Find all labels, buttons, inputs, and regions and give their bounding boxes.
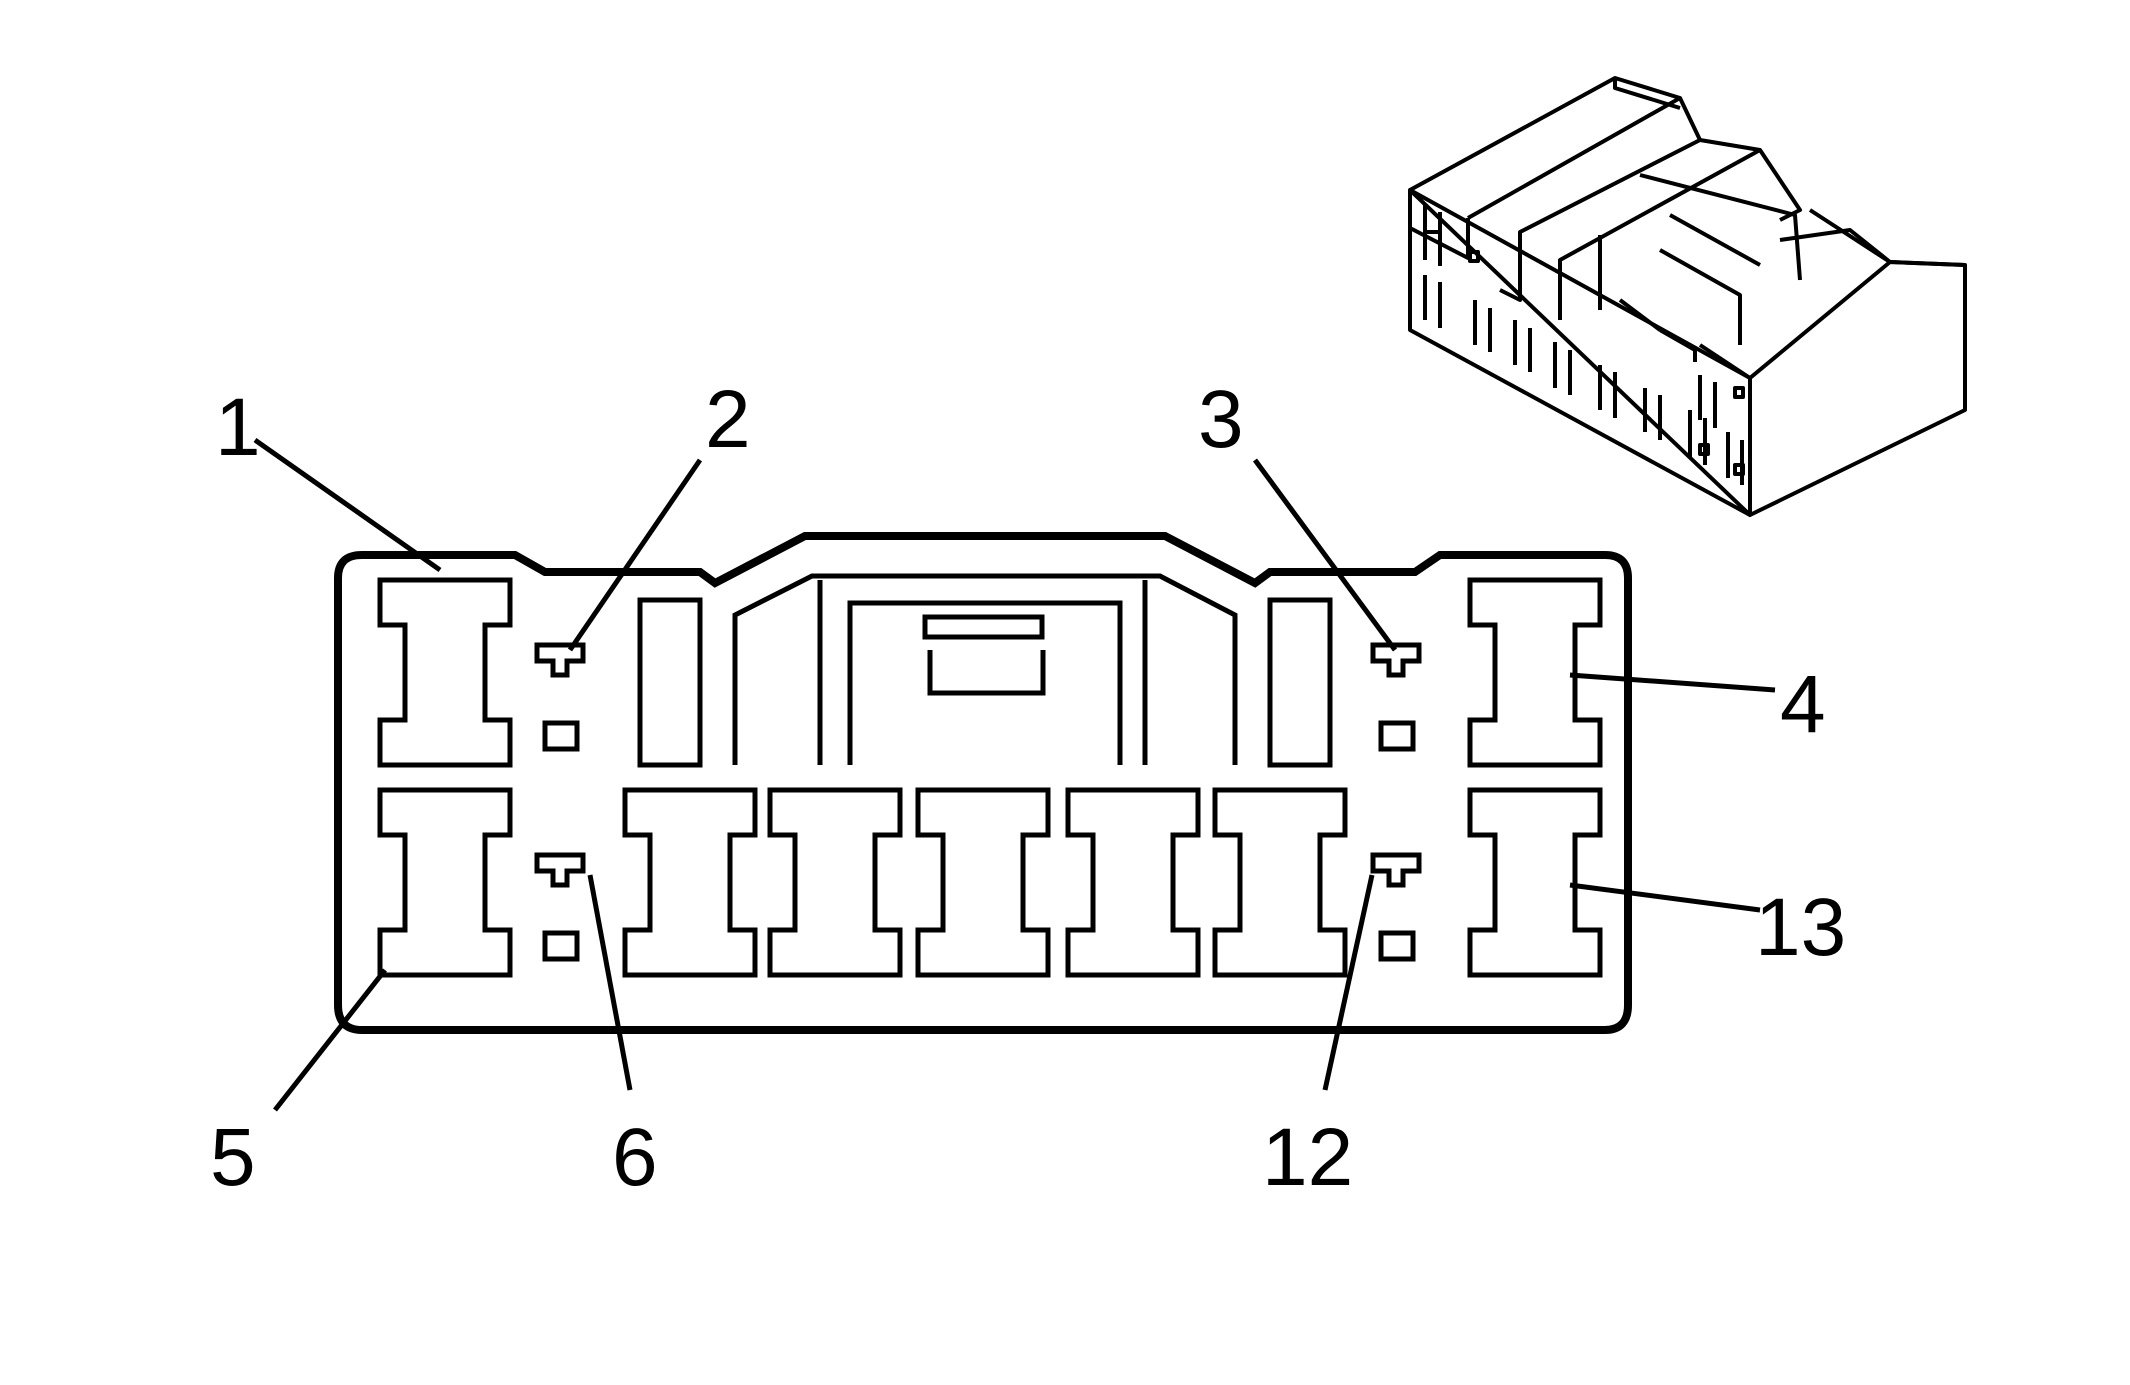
pin-label-3: 3 — [1198, 374, 1244, 465]
connector-isometric-view — [1408, 76, 1967, 517]
leader-1 — [253, 437, 442, 573]
cavity-1 — [380, 580, 510, 765]
tab-6 — [537, 855, 583, 959]
latch-lock — [927, 650, 1046, 696]
housing-outline — [334, 532, 1632, 1034]
pin-label-4: 4 — [1780, 659, 1826, 750]
tab-2 — [537, 645, 583, 749]
tab-12 — [1373, 855, 1419, 959]
pin-label-5: 5 — [210, 1112, 256, 1203]
latch-frame — [732, 573, 1238, 765]
iso-top-left — [1409, 76, 1682, 220]
tab-3 — [1373, 645, 1419, 749]
key-rib-right — [1267, 597, 1333, 768]
leader-6 — [587, 874, 633, 1091]
pin-label-6: 6 — [612, 1112, 658, 1203]
cavity-4 — [1470, 580, 1600, 765]
cavity-8 — [770, 790, 900, 975]
pin-label-2: 2 — [705, 374, 751, 465]
leader-13 — [1569, 882, 1761, 913]
cavity-13 — [1470, 790, 1600, 975]
pin-label-12: 12 — [1262, 1112, 1353, 1203]
leader-5 — [273, 968, 387, 1112]
latch-slot — [922, 614, 1045, 640]
iso-right-block — [1748, 260, 1967, 517]
connector-face — [334, 532, 1632, 1034]
pin-label-13: 13 — [1755, 882, 1846, 973]
leader-2 — [567, 458, 703, 652]
leader-3 — [1252, 458, 1398, 652]
latch-inner — [817, 580, 1148, 765]
connector-inner — [380, 573, 1600, 975]
leader-12 — [1322, 874, 1375, 1091]
pin-label-1: 1 — [215, 382, 261, 473]
pin-labels: 1 2 3 4 5 6 12 13 — [210, 374, 1846, 1203]
cavity-5 — [380, 790, 510, 975]
leader-4 — [1569, 672, 1776, 693]
key-rib-left — [637, 597, 703, 768]
cavity-10 — [1068, 790, 1198, 975]
cavity-11 — [1215, 790, 1345, 975]
leader-lines — [253, 437, 1776, 1112]
cavity-9 — [918, 790, 1048, 975]
iso-front-face — [1408, 188, 1752, 517]
cavity-7 — [625, 790, 755, 975]
